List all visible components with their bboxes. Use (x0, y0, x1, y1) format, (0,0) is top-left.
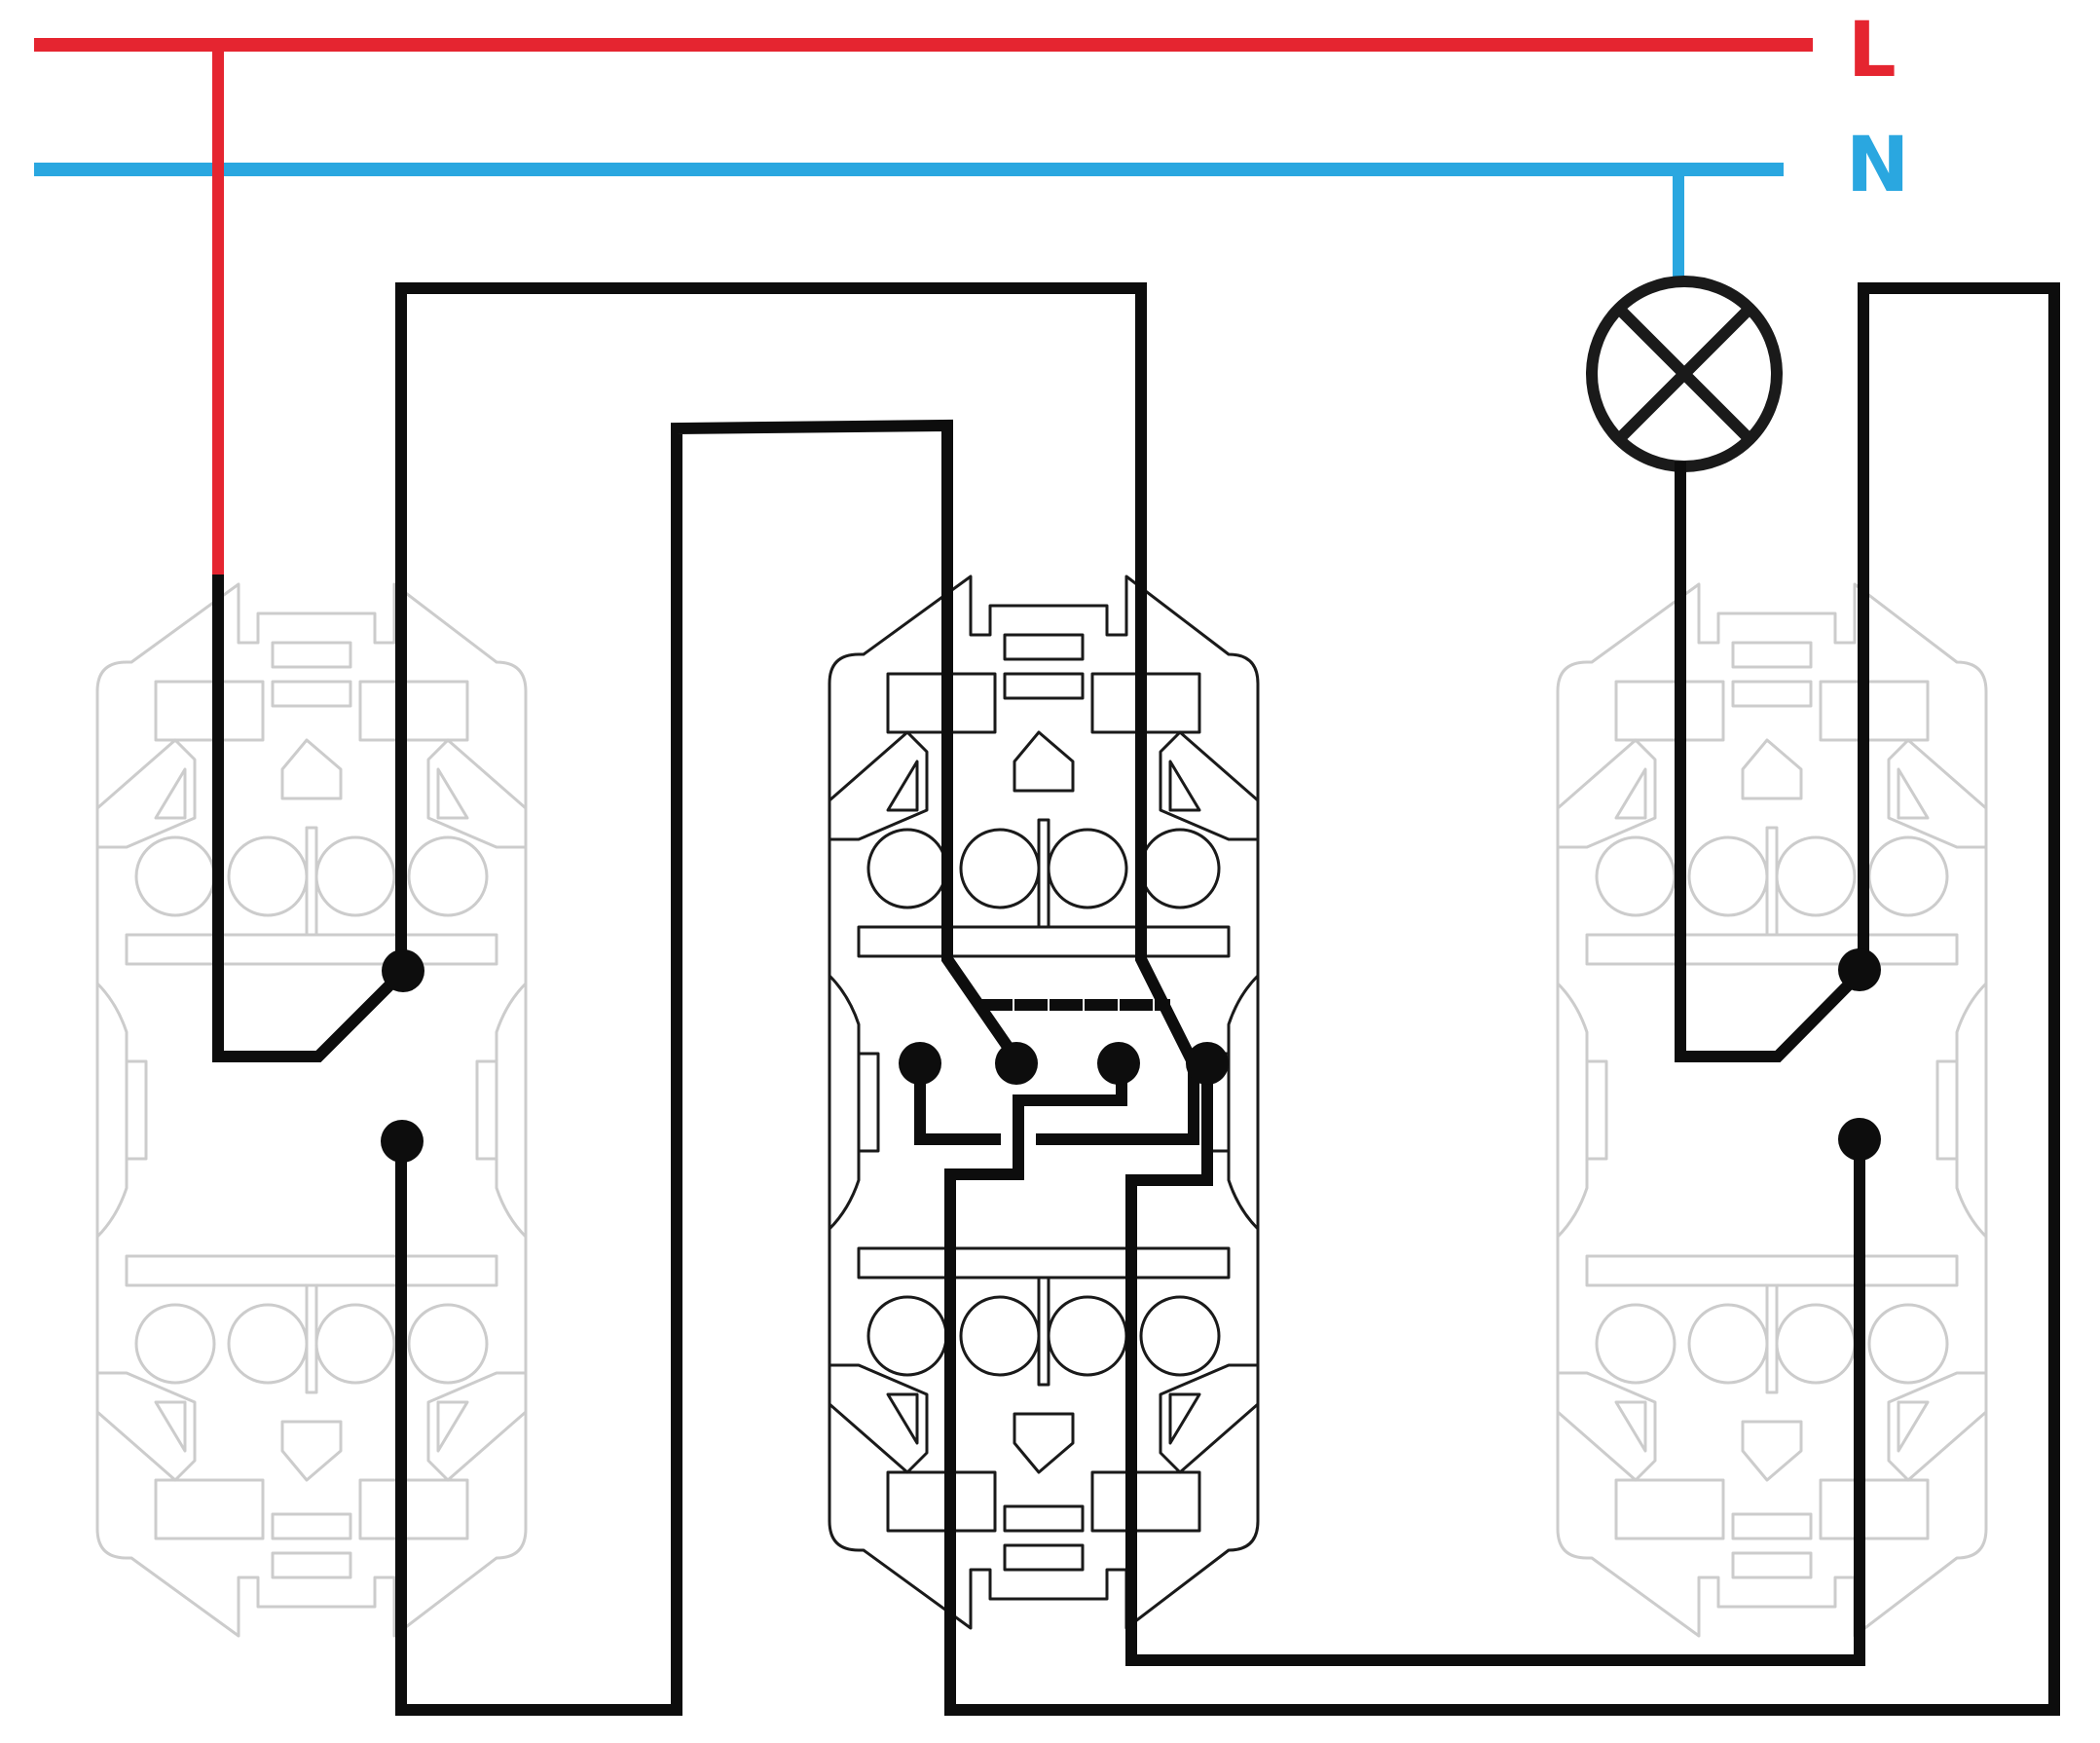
right-switch-lower-terminal (1838, 1118, 1881, 1161)
traveler-d (944, 282, 2060, 1716)
lamp-return-wire (1675, 462, 1868, 1062)
traveler-b (395, 419, 1023, 1716)
center-terminal-1 (899, 1042, 941, 1085)
left-two-way-switch-outline (95, 582, 528, 1638)
left-switch-lower-terminal (381, 1120, 424, 1163)
neutral-label: N (1846, 122, 1909, 209)
line-label: L (1848, 7, 1897, 94)
center-bridge-1 (914, 1059, 1001, 1145)
traveler-c (1125, 1051, 1865, 1666)
center-terminal-2 (995, 1042, 1038, 1085)
center-terminal-4 (1186, 1042, 1229, 1085)
center-bridge-2 (1036, 1059, 1199, 1145)
traveler-a (395, 282, 1198, 1065)
right-switch-common-terminal (1838, 948, 1881, 991)
left-switch-common-terminal (382, 949, 424, 992)
right-two-way-switch-outline (1556, 582, 1988, 1638)
left-common-wire (212, 575, 410, 1062)
lamp-icon (1586, 276, 1783, 472)
center-terminal-3 (1097, 1042, 1140, 1085)
